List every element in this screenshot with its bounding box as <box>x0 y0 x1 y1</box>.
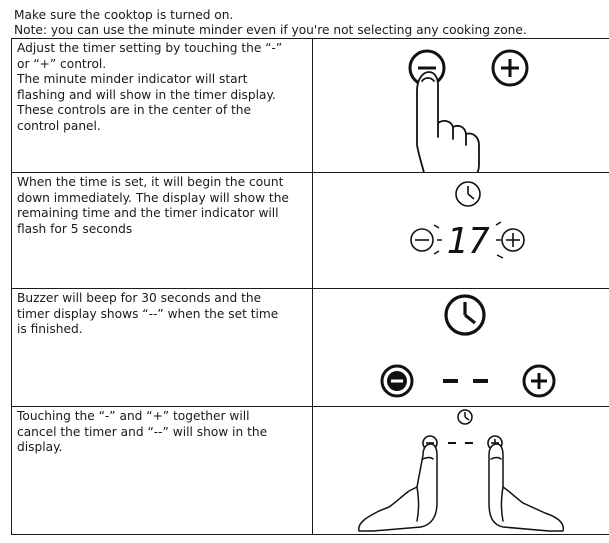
clock-icon <box>444 294 486 336</box>
step-2-line: When the time is set, it will begin the … <box>17 175 284 189</box>
minus-button-icon <box>380 364 414 398</box>
flashing-display-illustration: 17 <box>410 181 525 262</box>
step-3-line: Buzzer will beep for 30 seconds and the <box>17 291 262 305</box>
two-hands-illustration <box>358 409 565 532</box>
hand-icon <box>416 71 480 172</box>
step-4-text: Touching the “-” and “+” together will c… <box>11 406 313 535</box>
step-3-line: is finished. <box>17 322 83 337</box>
step-row-2: When the time is set, it will begin the … <box>11 172 609 289</box>
timer-display-value: 17 <box>446 221 490 262</box>
flash-rays-icon <box>433 221 504 259</box>
step-1-line: The minute minder indicator will start <box>17 72 248 87</box>
plus-button-icon <box>522 364 556 398</box>
step-1-line: These controls are in the center of the <box>17 103 252 118</box>
clock-icon <box>457 409 473 425</box>
step-4-line: display. <box>17 440 63 455</box>
intro-line-2: Note: you can use the minute minder even… <box>14 23 527 37</box>
step-1-line: control panel. <box>17 118 101 133</box>
clock-icon <box>455 181 481 207</box>
right-hand-icon <box>488 443 565 532</box>
hand-press-minus-illustration <box>408 49 529 172</box>
step-1-line: Adjust the timer setting by touching the… <box>17 41 283 55</box>
step-2-illustration: 17 <box>312 172 609 289</box>
plus-button-icon <box>491 49 529 87</box>
step-row-4: Touching the “-” and “+” together will c… <box>11 406 609 535</box>
intro-block: Make sure the cooktop is turned on. Note… <box>11 8 606 38</box>
step-2-line: down immediately. The display will show … <box>17 190 289 205</box>
step-1-text: Adjust the timer setting by touching the… <box>11 38 313 173</box>
step-row-1: Adjust the timer setting by touching the… <box>11 38 609 173</box>
step-4-line: cancel the timer and “--” will show in t… <box>17 424 268 439</box>
step-3-illustration <box>312 288 609 407</box>
step-1-line: or “+” control. <box>17 56 107 71</box>
left-hand-icon <box>358 443 438 532</box>
step-row-3: Buzzer will beep for 30 seconds and the … <box>11 288 609 407</box>
step-2-line: remaining time and the timer indicator w… <box>17 206 279 221</box>
minus-button-icon <box>410 228 434 252</box>
step-4-illustration <box>312 406 609 535</box>
step-1-illustration <box>312 38 609 173</box>
step-3-text: Buzzer will beep for 30 seconds and the … <box>11 288 313 407</box>
step-2-text: When the time is set, it will begin the … <box>11 172 313 289</box>
step-2-line: flash for 5 seconds <box>17 221 133 236</box>
intro-line-1: Make sure the cooktop is turned on. <box>14 8 234 22</box>
step-3-line: timer display shows “--” when the set ti… <box>17 306 279 321</box>
finished-display-illustration <box>380 294 556 398</box>
steps-table: Adjust the timer setting by touching the… <box>11 38 609 535</box>
step-1-line: flashing and will show in the timer disp… <box>17 87 276 102</box>
step-4-line: Touching the “-” and “+” together will <box>17 409 250 423</box>
plus-button-icon <box>501 228 525 252</box>
